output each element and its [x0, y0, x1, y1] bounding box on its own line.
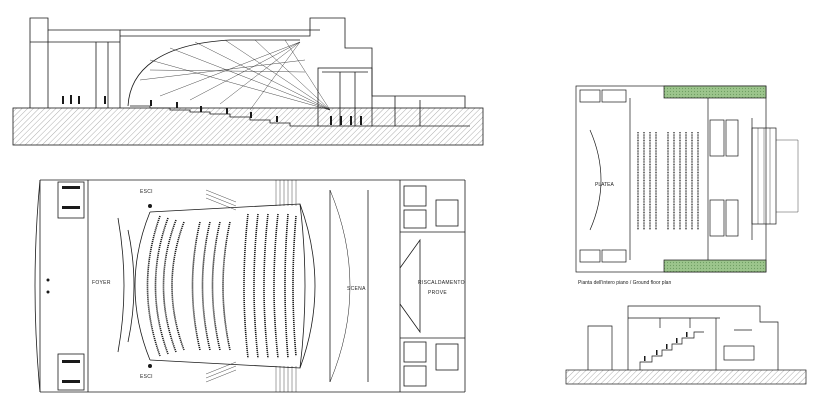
label-prove: PROVE: [428, 290, 447, 296]
label-exit-top: ESCI: [140, 189, 153, 195]
label-scena: SCENA: [347, 286, 366, 292]
plan-symbols: [46, 186, 152, 383]
label-foyer: FOYER: [92, 280, 111, 286]
section-figures: [62, 95, 362, 125]
label-platea: PLATEA: [595, 182, 614, 188]
ground-floor-plan: [575, 85, 799, 273]
section-figures-right: [644, 332, 688, 361]
main-floor-plan: [34, 179, 466, 393]
label-exit-bottom: ESCI: [140, 374, 153, 380]
label-riscaldamento: RISCALDAMENTO: [418, 280, 465, 286]
auditorium-seating: [146, 213, 297, 359]
longitudinal-section: [12, 17, 484, 146]
transverse-section: [565, 305, 807, 385]
small-plan-caption: Pianta dell'intero piano / Ground floor …: [578, 280, 671, 286]
